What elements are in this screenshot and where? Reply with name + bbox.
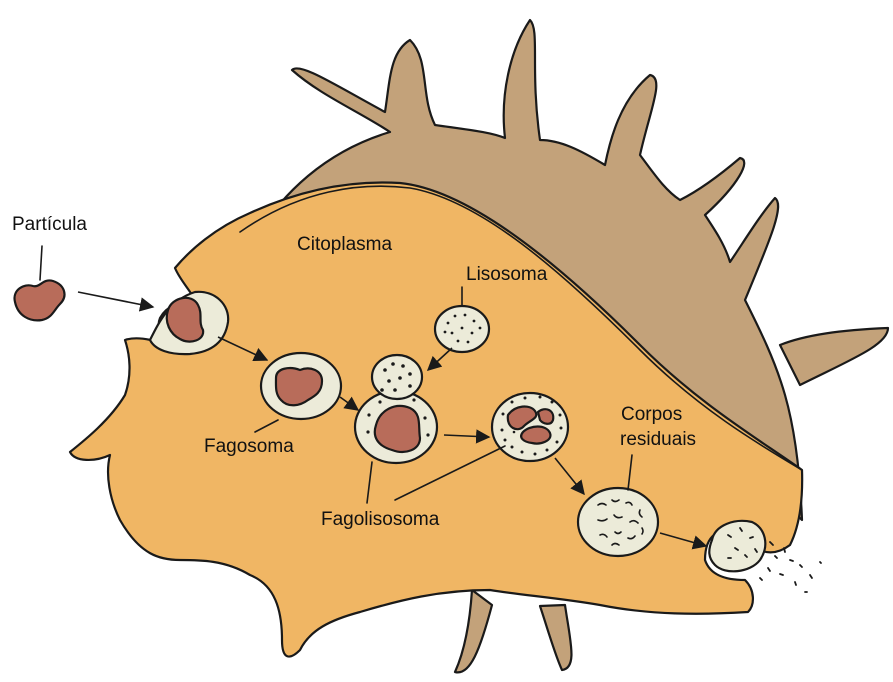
particula-label: Partícula [12, 214, 87, 235]
exocytosis-pocket [709, 521, 765, 571]
corpos-residuais-label-line2: residuais [620, 429, 696, 450]
corpos-residuais-vesicle [578, 488, 658, 556]
lisosoma-label: Lisosoma [466, 264, 548, 285]
citoplasma-label: Citoplasma [297, 234, 392, 255]
fagolisosoma-label: Fagolisosoma [321, 509, 440, 530]
corpos-residuais-label-line1: Corpos [621, 404, 682, 425]
particle [15, 280, 65, 320]
fagosoma-label: Fagosoma [204, 436, 294, 457]
